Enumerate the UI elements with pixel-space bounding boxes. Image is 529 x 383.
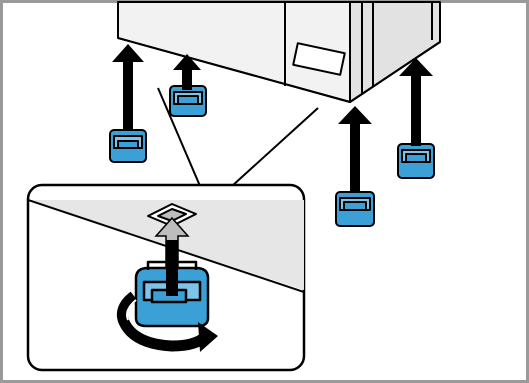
- detail-inset: [26, 183, 306, 372]
- foot-icon: [109, 129, 147, 163]
- foot-icon: [134, 260, 210, 328]
- appliance-body: [117, 1, 441, 103]
- up-arrow-icon: [112, 44, 144, 130]
- callout-lines: [157, 87, 319, 187]
- foot-icon: [335, 191, 375, 227]
- rotate-arrow-icon: [116, 291, 218, 352]
- foot-icon: [397, 143, 435, 179]
- up-arrow-icon: [399, 58, 433, 146]
- foot-icon: [169, 85, 207, 117]
- socket-icon: [147, 203, 197, 227]
- up-arrow-icon: [166, 240, 178, 296]
- up-arrow-icon: [338, 106, 372, 192]
- up-arrow-icon: [173, 54, 201, 90]
